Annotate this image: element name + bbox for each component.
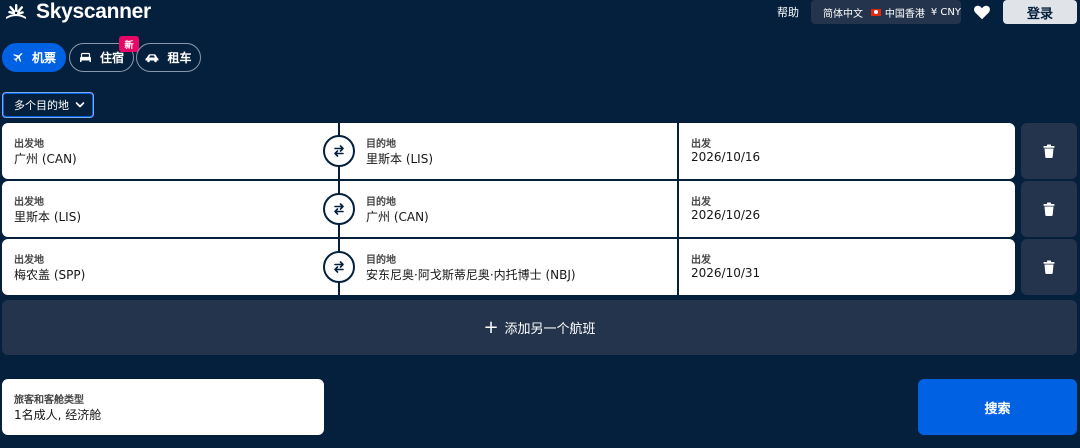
delete-leg-button[interactable] [1021,181,1077,237]
date-label: 出发 [691,255,711,266]
trash-icon [1043,144,1055,158]
flight-leg-row: 出发地 里斯本 (LIS) 目的地 广州 (CAN) 出发 2026/10/26 [2,181,1077,237]
saved-button[interactable] [966,0,998,24]
destination-label: 目的地 [366,255,396,266]
swap-button[interactable] [323,135,355,167]
depart-date-field[interactable]: 出发 2026/10/16 [679,123,1015,179]
trash-icon [1043,202,1055,216]
date-label: 出发 [691,139,711,150]
date-value: 2026/10/26 [691,208,761,222]
travellers-label: 旅客和客舱类型 [14,395,84,406]
swap-button[interactable] [323,193,355,225]
destination-value: 里斯本 (LIS) [366,152,434,166]
plus-icon: + [483,316,499,338]
hong-kong-flag-icon [871,8,881,16]
travellers-cabin-field[interactable]: 旅客和客舱类型 1名成人, 经济舱 [2,379,324,435]
origin-field[interactable]: 出发地 广州 (CAN) [2,123,338,179]
tab-car-hire[interactable]: 租车 [136,43,201,72]
help-link[interactable]: 帮助 [777,6,799,19]
travellers-value: 1名成人, 经济舱 [14,408,102,422]
origin-label: 出发地 [14,139,44,150]
delete-leg-button[interactable] [1021,239,1077,295]
add-flight-button[interactable]: + 添加另一个航班 [2,300,1077,355]
destination-field[interactable]: 目的地 广州 (CAN) [340,181,677,237]
sunburst-logo-icon [6,4,26,19]
tab-label: 租车 [167,51,192,65]
tab-flights[interactable]: 机票 [2,43,66,72]
language-label: 简体中文 [823,8,863,20]
chevron-down-icon [75,102,85,108]
flight-leg-row: 出发地 广州 (CAN) 目的地 里斯本 (LIS) 出发 2026/10/16 [2,123,1077,179]
date-label: 出发 [691,197,711,208]
destination-field[interactable]: 目的地 安东尼奥·阿戈斯蒂尼奥·内托博士 (NBJ) [340,239,677,295]
locale-selector-button[interactable]: 简体中文 中国香港 ¥ CNY [811,0,961,24]
destination-label: 目的地 [366,139,396,150]
origin-value: 里斯本 (LIS) [14,210,82,224]
logo-text: Skyscanner [36,0,151,23]
trip-type-value: 多个目的地 [14,99,69,112]
swap-arrows-icon [334,261,344,273]
origin-label: 出发地 [14,255,44,266]
depart-date-field[interactable]: 出发 2026/10/26 [679,181,1015,237]
bed-icon [79,52,91,62]
flight-leg-row: 出发地 梅农盖 (SPP) 目的地 安东尼奥·阿戈斯蒂尼奥·内托博士 (NBJ)… [2,239,1077,295]
date-value: 2026/10/31 [691,266,761,280]
add-flight-label: 添加另一个航班 [504,322,596,337]
date-value: 2026/10/16 [691,150,761,164]
origin-value: 广州 (CAN) [14,152,77,166]
destination-value: 广州 (CAN) [366,210,429,224]
destination-label: 目的地 [366,197,396,208]
tab-label: 住宿 [99,51,124,65]
destination-field[interactable]: 目的地 里斯本 (LIS) [340,123,677,179]
tab-hotels[interactable]: 住宿 [69,43,134,72]
delete-leg-button[interactable] [1021,123,1077,179]
destination-value: 安东尼奥·阿戈斯蒂尼奥·内托博士 (NBJ) [366,268,576,282]
currency-label: ¥ CNY [930,6,961,18]
skyscanner-logo[interactable]: Skyscanner [2,0,151,24]
swap-arrows-icon [334,145,344,157]
swap-arrows-icon [334,203,344,215]
car-icon [145,53,159,62]
origin-label: 出发地 [14,197,44,208]
new-badge: 新 [119,36,139,52]
tab-label: 机票 [31,51,56,65]
swap-button[interactable] [323,251,355,283]
origin-value: 梅农盖 (SPP) [14,268,86,282]
search-button[interactable]: 搜索 [918,379,1077,435]
origin-field[interactable]: 出发地 梅农盖 (SPP) [2,239,338,295]
trash-icon [1043,260,1055,274]
region-label: 中国香港 [884,8,925,20]
origin-field[interactable]: 出发地 里斯本 (LIS) [2,181,338,237]
login-button[interactable]: 登录 [1003,0,1077,24]
heart-icon [974,5,990,20]
trip-type-select[interactable]: 多个目的地 [2,92,94,118]
depart-date-field[interactable]: 出发 2026/10/31 [679,239,1015,295]
plane-icon [13,52,23,62]
